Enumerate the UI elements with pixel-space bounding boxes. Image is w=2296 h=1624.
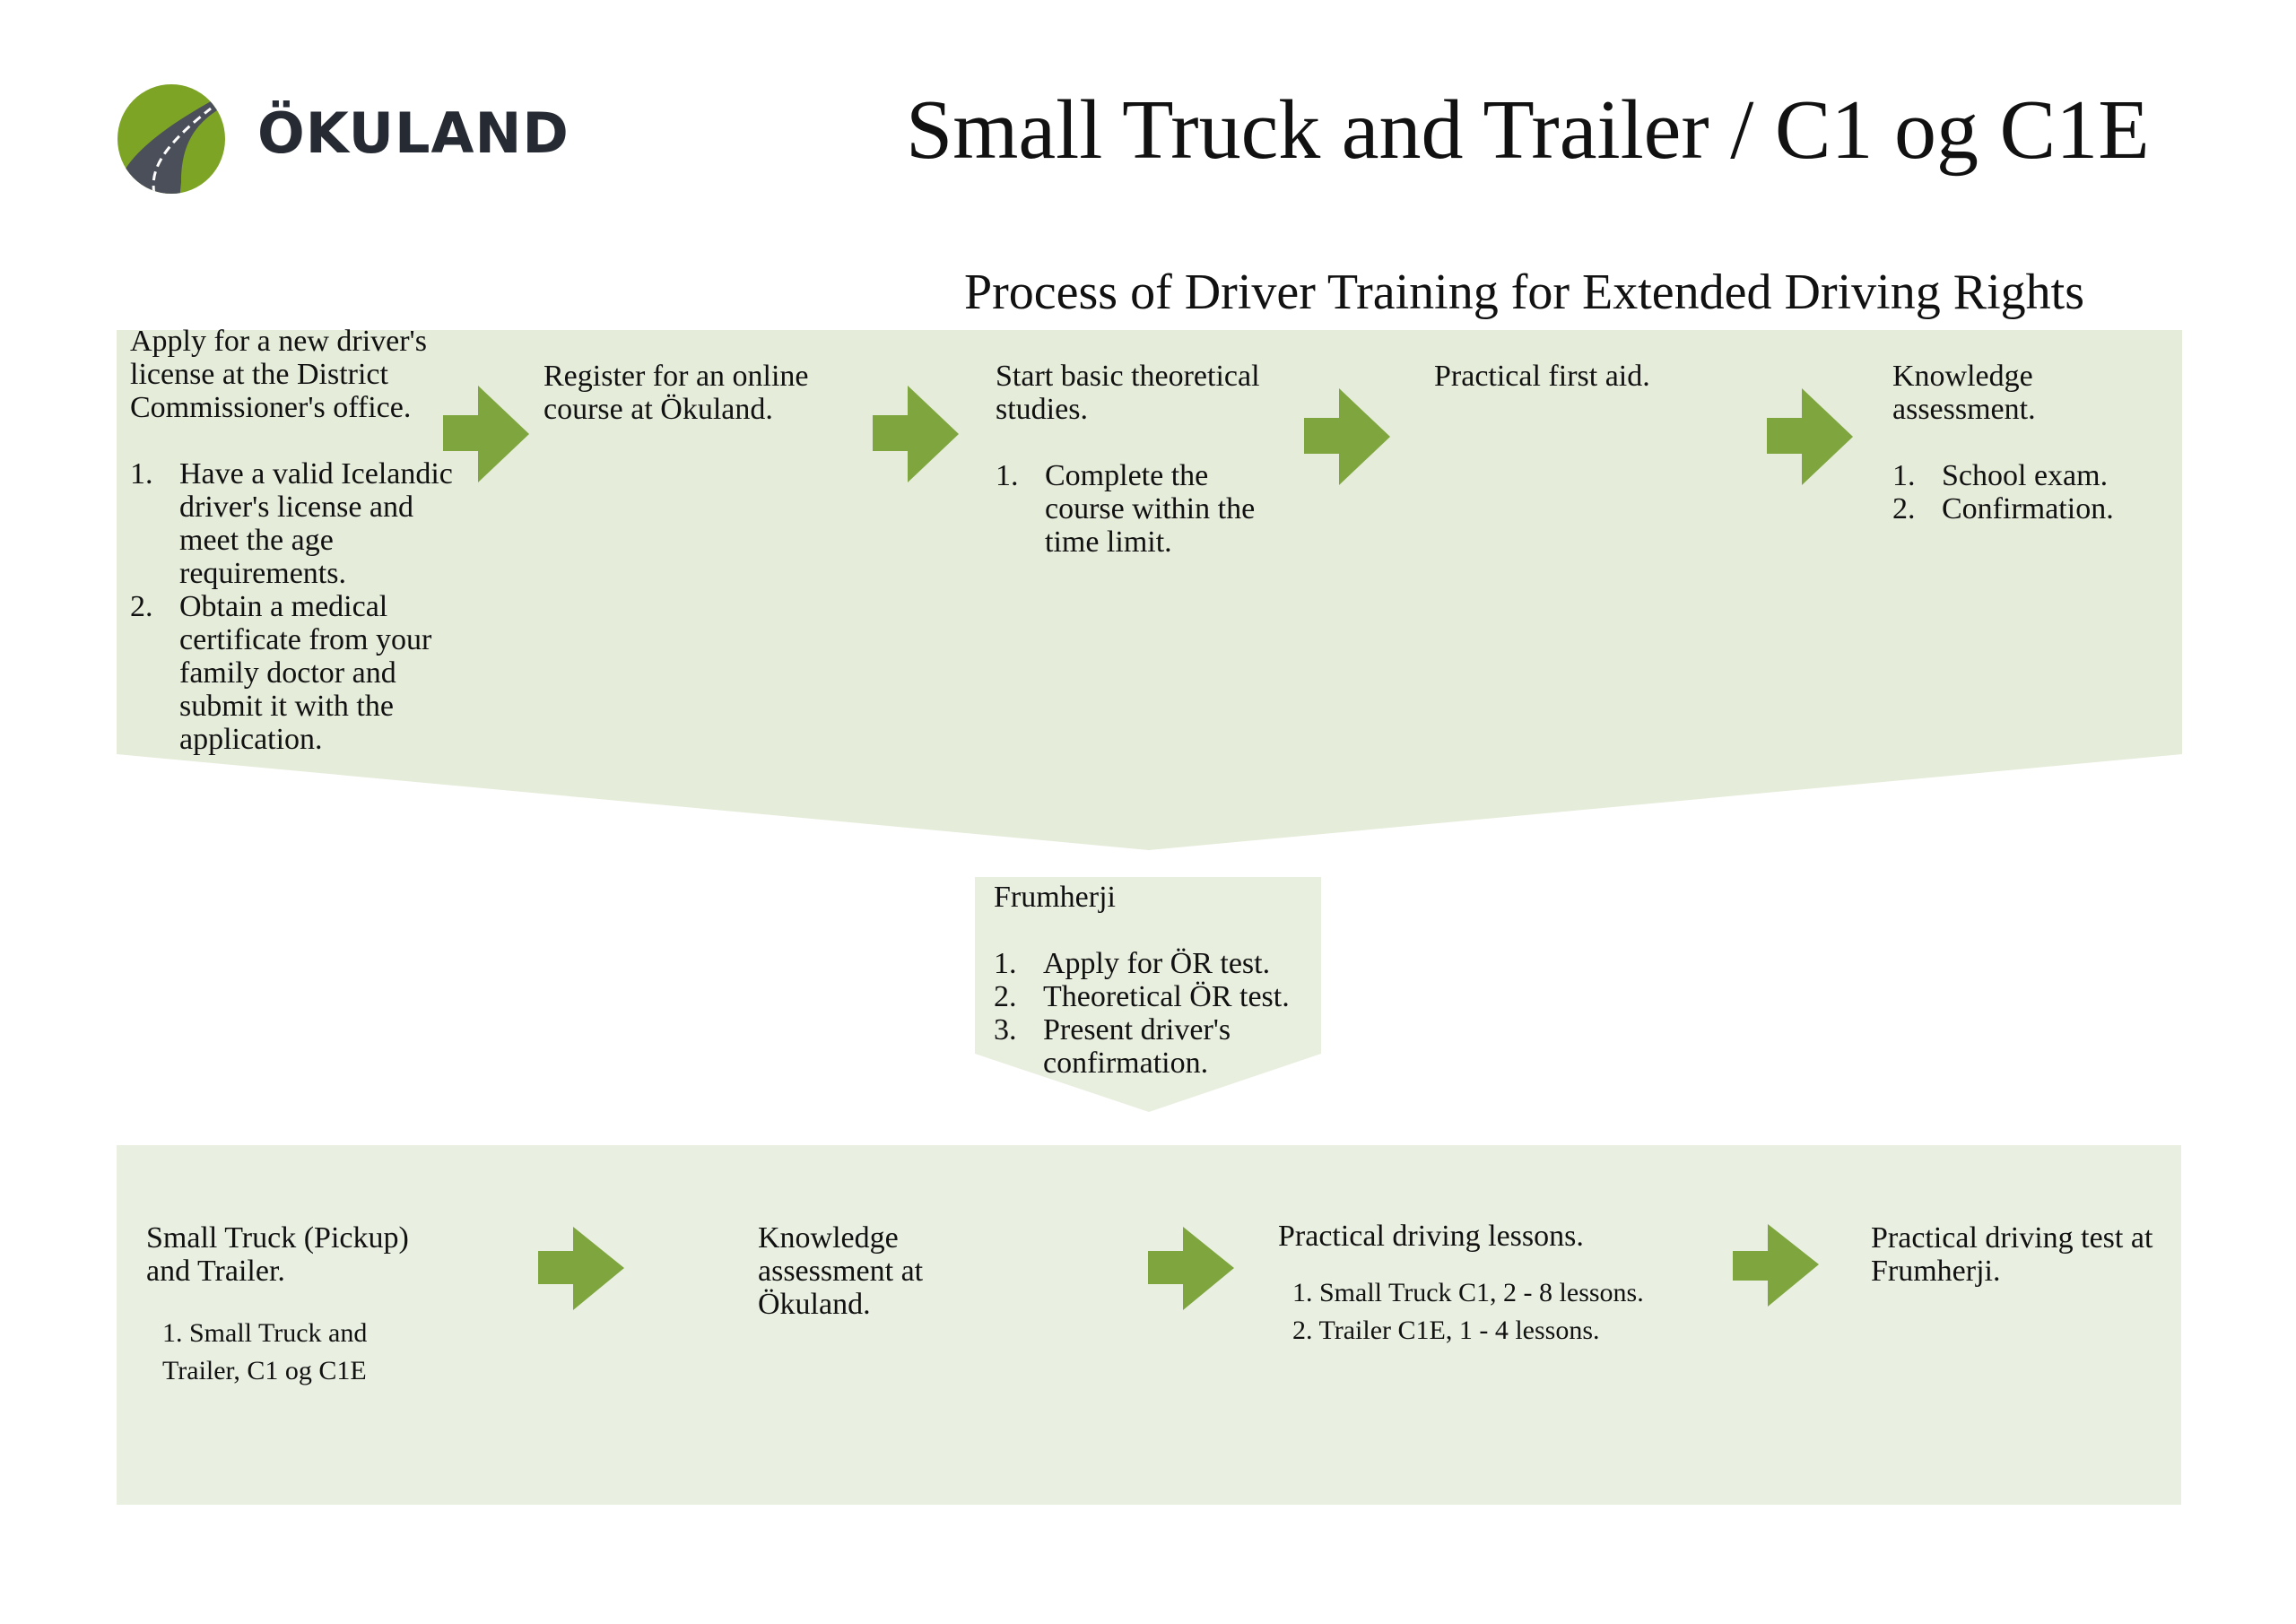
page-subtitle: Process of Driver Training for Extended … bbox=[964, 265, 2084, 320]
page-title: Small Truck and Trailer / C1 og C1E bbox=[906, 83, 2150, 177]
step-title: Knowledge assessment at Ökuland. bbox=[758, 1221, 924, 1321]
list-item: 1.Have a valid Icelandic driver's licens… bbox=[130, 457, 453, 590]
step-vehicle-category: Small Truck (Pickup) and Trailer. 1. Sma… bbox=[146, 1221, 442, 1390]
arrow-right-icon bbox=[1148, 1227, 1234, 1310]
list-item: 2. Trailer C1E, 1 - 4 lessons. bbox=[1292, 1316, 1600, 1345]
step-title: Small Truck (Pickup) and Trailer. bbox=[146, 1221, 409, 1288]
arrow-right-icon bbox=[873, 386, 959, 482]
list-item: 1.Complete the course within the time li… bbox=[996, 459, 1256, 559]
list-item: 1. Small Truck and Trailer, C1 og C1E bbox=[162, 1318, 368, 1385]
list-item: 2.Confirmation. bbox=[1892, 492, 2114, 525]
frumherji-panel bbox=[975, 877, 1321, 1112]
road-icon bbox=[117, 84, 225, 194]
arrow-right-icon bbox=[538, 1227, 624, 1310]
step-list: 1.Complete the course within the time li… bbox=[996, 459, 1292, 559]
list-item: 3.Present driver's confirmation. bbox=[994, 1013, 1231, 1080]
step-title: Practical first aid. bbox=[1434, 360, 1650, 393]
step-title: Practical driving lessons. bbox=[1278, 1220, 1584, 1253]
step-list: 1.Apply for ÖR test. 2.Theoretical ÖR te… bbox=[994, 947, 1335, 1080]
step-apply-license: Apply for a new driver's license at the … bbox=[130, 325, 462, 756]
step-list: 1.School exam. 2.Confirmation. bbox=[1892, 459, 2161, 525]
step-title: Frumherji bbox=[994, 881, 1116, 914]
step-register-course: Register for an online course at Ökuland… bbox=[544, 360, 848, 426]
list-item: 1.Apply for ÖR test. bbox=[994, 947, 1271, 980]
arrow-right-icon bbox=[443, 386, 529, 482]
arrow-right-icon bbox=[1733, 1224, 1819, 1307]
frumherji-step: Frumherji 1.Apply for ÖR test. 2.Theoret… bbox=[994, 881, 1335, 1080]
step-knowledge-assessment: Knowledge assessment. 1.School exam. 2.C… bbox=[1892, 360, 2161, 525]
list-item: 1.School exam. bbox=[1892, 459, 2109, 492]
step-driving-test: Practical driving test at Frumherji. bbox=[1871, 1221, 2167, 1288]
step-knowledge-assessment-okuland: Knowledge assessment at Ökuland. bbox=[758, 1221, 955, 1321]
step-first-aid: Practical first aid. bbox=[1434, 360, 1739, 393]
step-title: Register for an online course at Ökuland… bbox=[544, 360, 809, 426]
step-title: Knowledge assessment. bbox=[1892, 360, 2036, 426]
list-item: 1. Small Truck C1, 2 - 8 lessons. bbox=[1292, 1278, 1644, 1307]
brand-name: ÖKULAND bbox=[257, 100, 570, 166]
step-theory-studies: Start basic theoretical studies. 1.Compl… bbox=[996, 360, 1292, 559]
arrow-right-icon bbox=[1304, 388, 1390, 485]
step-list: 1.Have a valid Icelandic driver's licens… bbox=[130, 457, 462, 756]
list-item: 2.Theoretical ÖR test. bbox=[994, 980, 1290, 1013]
arrow-right-icon bbox=[1767, 388, 1853, 485]
step-driving-lessons: Practical driving lessons. 1. Small Truc… bbox=[1278, 1220, 1700, 1350]
list-item: 2.Obtain a medical certificate from your… bbox=[130, 590, 432, 756]
step-title: Start basic theoretical studies. bbox=[996, 360, 1260, 426]
top-stage-panel bbox=[117, 330, 2182, 850]
step-title: Practical driving test at Frumherji. bbox=[1871, 1221, 2153, 1288]
bottom-stage-panel bbox=[117, 1145, 2181, 1505]
step-title: Apply for a new driver's license at the … bbox=[130, 325, 427, 424]
